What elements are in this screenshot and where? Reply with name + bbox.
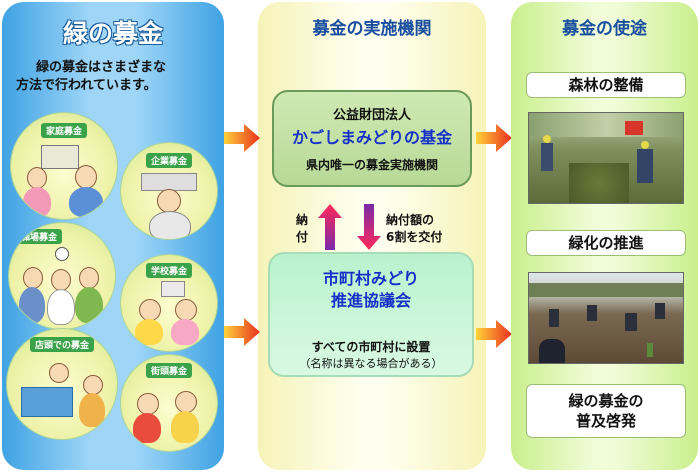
use-awareness-promotion: 緑の募金の 普及啓発 bbox=[526, 384, 686, 438]
kagoshima-midori-fund-box: 公益財団法人 かごしまみどりの基金 県内唯一の募金実施機関 bbox=[272, 90, 472, 187]
person-head bbox=[157, 189, 181, 213]
flow-arrow-right-bottom bbox=[476, 320, 512, 348]
store-counter-illustration bbox=[21, 387, 73, 417]
household-donation-tag: 家庭募金 bbox=[40, 123, 88, 138]
school-donation-tag: 学校募金 bbox=[145, 263, 193, 278]
child-body bbox=[135, 319, 163, 345]
intro-line-1: 緑の募金はさまざまな bbox=[36, 60, 167, 75]
child-head bbox=[175, 299, 197, 321]
grant-label-line-1: 納付額の bbox=[386, 213, 435, 227]
person-head bbox=[79, 267, 99, 289]
person-head bbox=[27, 167, 47, 189]
up-arrow bbox=[318, 204, 342, 250]
company-donation-tag: 企業募金 bbox=[145, 153, 193, 168]
person-body bbox=[149, 211, 191, 239]
flow-arrow-left-top bbox=[224, 124, 260, 152]
down-arrow bbox=[357, 204, 381, 250]
photo-worker-helmet bbox=[543, 135, 551, 143]
forest-work-photo bbox=[528, 112, 684, 204]
use-awareness-line-1: 緑の募金の bbox=[568, 392, 644, 410]
street-donation-circle: 街頭募金 bbox=[120, 354, 218, 452]
street-donation-tag: 街頭募金 bbox=[145, 363, 193, 378]
use-forest-maintenance: 森林の整備 bbox=[526, 72, 686, 98]
photo-worker bbox=[637, 149, 653, 183]
person-head bbox=[51, 269, 71, 291]
photo-person bbox=[625, 313, 637, 331]
person-head bbox=[175, 391, 197, 413]
municipal-council-box: 市町村みどり 推進協議会 すべての市町村に設置 （名称は異なる場合がある） bbox=[268, 252, 474, 377]
store-donation-tag: 店頭での募金 bbox=[29, 337, 95, 352]
payment-label-char-1: 納 bbox=[296, 213, 309, 227]
household-donation-circle: 家庭募金 bbox=[10, 112, 118, 220]
intro-text: 緑の募金はさまざまな 方法で行われています。 bbox=[16, 59, 216, 95]
person-body bbox=[23, 187, 51, 217]
person-body bbox=[171, 411, 199, 443]
org-name: かごしまみどりの基金 bbox=[291, 128, 452, 147]
photo-vehicle bbox=[625, 121, 643, 135]
council-note: （名称は異なる場合がある） bbox=[299, 357, 443, 370]
person-body bbox=[79, 393, 105, 427]
grant-label-line-2: 6割を交付 bbox=[386, 230, 443, 244]
person-head bbox=[75, 165, 97, 189]
photo-seedling bbox=[647, 343, 653, 357]
person-body bbox=[47, 289, 75, 325]
photo-treeline bbox=[529, 283, 683, 297]
council-description: すべての市町村に設置 bbox=[311, 340, 431, 354]
tree-planting-photo bbox=[528, 272, 684, 364]
panel-title-green-fund: 緑の募金 bbox=[62, 19, 163, 48]
house-illustration bbox=[41, 145, 79, 169]
child-body bbox=[171, 319, 199, 345]
person-head bbox=[23, 267, 43, 289]
council-name: 市町村みどり 推進協議会 bbox=[270, 268, 472, 312]
photo-person bbox=[549, 309, 559, 327]
panel-title-implementing-organizations: 募金の実施機関 bbox=[312, 19, 432, 39]
photo-person-foreground bbox=[539, 339, 565, 363]
photo-person bbox=[655, 303, 665, 319]
school-building-illustration bbox=[161, 281, 185, 297]
payment-label-char-2: 付 bbox=[296, 230, 309, 244]
use-awareness-line-2: 普及啓発 bbox=[575, 412, 636, 430]
person-head bbox=[49, 363, 69, 383]
child-head bbox=[139, 299, 161, 321]
person-body bbox=[75, 287, 103, 323]
store-donation-circle: 店頭での募金 bbox=[6, 328, 118, 440]
company-donation-circle: 企業募金 bbox=[120, 142, 218, 240]
photo-worker-helmet bbox=[641, 141, 649, 149]
grant-label: 納付額の 6割を交付 bbox=[386, 212, 442, 246]
council-name-line-2: 推進協議会 bbox=[330, 291, 411, 310]
payment-label: 納 付 bbox=[296, 212, 308, 246]
org-type-label: 公益財団法人 bbox=[332, 108, 411, 123]
photo-brush bbox=[569, 163, 629, 203]
flow-arrow-left-bottom bbox=[224, 318, 260, 346]
workplace-donation-tag: 職場募金 bbox=[15, 229, 63, 244]
flow-arrow-right-top bbox=[476, 124, 512, 152]
photo-trees bbox=[529, 113, 683, 137]
council-name-line-1: 市町村みどり bbox=[322, 269, 419, 288]
use-greening-promotion: 緑化の推進 bbox=[526, 230, 686, 256]
clock-icon bbox=[55, 247, 69, 261]
school-donation-circle: 学校募金 bbox=[120, 254, 218, 352]
person-body bbox=[19, 287, 45, 323]
org-description: 県内唯一の募金実施機関 bbox=[305, 158, 438, 172]
photo-worker bbox=[541, 143, 553, 171]
intro-line-2: 方法で行われています。 bbox=[16, 78, 157, 93]
photo-person bbox=[587, 305, 597, 321]
donation-methods-panel: 緑の募金 緑の募金はさまざまな 方法で行われています。 家庭募金 企業募金 職場… bbox=[2, 2, 224, 470]
workplace-donation-circle: 職場募金 bbox=[8, 222, 116, 330]
person-head bbox=[83, 375, 103, 395]
panel-title-fund-uses: 募金の使途 bbox=[562, 19, 647, 39]
person-head bbox=[137, 393, 159, 415]
person-body bbox=[133, 413, 161, 443]
person-body bbox=[69, 187, 103, 217]
